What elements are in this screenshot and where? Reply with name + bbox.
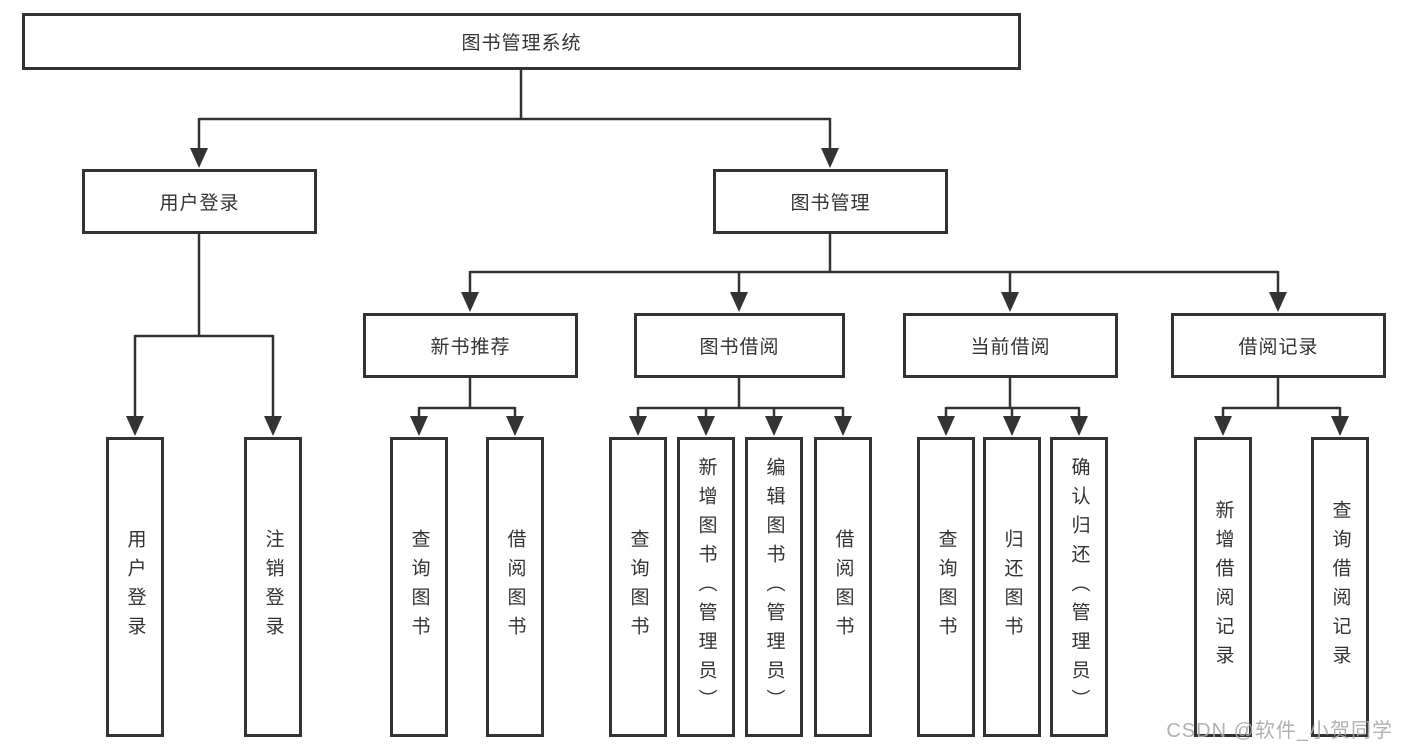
leaf-label: 查询图书 [935, 529, 957, 645]
node-book-borrowing: 图书借阅 [634, 313, 845, 378]
leaf-label: 查询借阅记录 [1329, 500, 1351, 674]
node-label: 借阅记录 [1238, 337, 1319, 358]
leaf-confirm-return-admin: 确认归还（管理员） [1050, 437, 1108, 737]
leaf-label: 查询图书 [627, 529, 649, 645]
leaf-edit-books-admin: 编辑图书（管理员） [745, 437, 803, 737]
node-current-borrowing: 当前借阅 [903, 313, 1118, 378]
node-label: 当前借阅 [970, 337, 1051, 358]
leaf-add-books-admin: 新增图书（管理员） [677, 437, 735, 737]
node-book-management: 图书管理 [713, 169, 948, 234]
node-label: 图书管理 [790, 193, 871, 214]
leaf-label: 注销登录 [262, 529, 284, 645]
leaf-return-books: 归还图书 [983, 437, 1041, 737]
leaf-query-books-borrowing: 查询图书 [609, 437, 667, 737]
leaf-query-books-recommend: 查询图书 [390, 437, 448, 737]
leaf-label: 归还图书 [1001, 529, 1023, 645]
leaf-label: 用户登录 [124, 529, 146, 645]
node-new-book-recommendation: 新书推荐 [363, 313, 578, 378]
leaf-label: 查询图书 [408, 529, 430, 645]
leaf-label: 新增图书（管理员） [695, 456, 717, 718]
leaf-label: 编辑图书（管理员） [763, 456, 785, 718]
node-label: 图书管理系统 [461, 33, 582, 54]
leaf-user-login: 用户登录 [106, 437, 164, 737]
leaf-borrow-books-borrowing: 借阅图书 [814, 437, 872, 737]
leaf-logout: 注销登录 [244, 437, 302, 737]
leaf-label: 确认归还（管理员） [1068, 456, 1090, 718]
leaf-label: 借阅图书 [832, 529, 854, 645]
csdn-watermark: CSDN @软件_小贺同学 [1166, 720, 1393, 742]
leaf-label: 新增借阅记录 [1212, 500, 1234, 674]
node-label: 新书推荐 [430, 337, 511, 358]
leaf-borrow-books-recommend: 借阅图书 [486, 437, 544, 737]
leaf-query-borrow-record: 查询借阅记录 [1311, 437, 1369, 737]
leaf-label: 借阅图书 [504, 529, 526, 645]
leaf-add-borrow-record: 新增借阅记录 [1194, 437, 1252, 737]
leaf-query-books-current: 查询图书 [917, 437, 975, 737]
node-library-system: 图书管理系统 [22, 13, 1021, 70]
node-label: 图书借阅 [699, 337, 780, 358]
node-borrowing-records: 借阅记录 [1171, 313, 1386, 378]
node-label: 用户登录 [159, 193, 240, 214]
node-user-login: 用户登录 [82, 169, 317, 234]
